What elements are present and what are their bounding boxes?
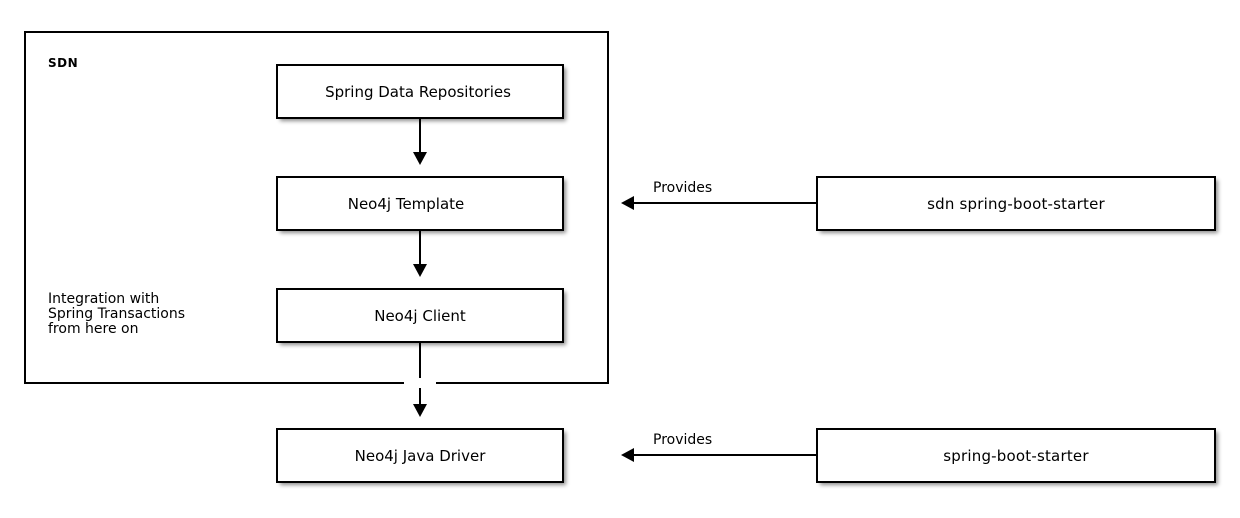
node-label-neo4j-java-driver: Neo4j Java Driver xyxy=(354,446,486,465)
edge-client-to-driver-line xyxy=(419,343,421,408)
node-neo4j-template[interactable]: Neo4j Template xyxy=(276,176,564,231)
node-label-sdn-spring-boot-starter: sdn spring-boot-starter xyxy=(927,194,1105,213)
node-label-neo4j-template: Neo4j Template xyxy=(347,194,465,213)
node-neo4j-client[interactable]: Neo4j Client xyxy=(276,288,564,343)
node-label-neo4j-client: Neo4j Client xyxy=(374,306,466,325)
edge-spring-data-to-template-line xyxy=(419,119,421,156)
transaction-integration-note: Integration with Spring Transactions fro… xyxy=(48,291,186,337)
edge-boot-starter-to-driver-line xyxy=(630,454,816,456)
node-spring-data-repositories[interactable]: Spring Data Repositories xyxy=(276,64,564,119)
edge-label-provides-top: Provides xyxy=(653,180,713,196)
edge-sdn-starter-to-template-line xyxy=(630,202,816,204)
edge-sdn-starter-to-template-arrowhead-icon xyxy=(621,196,634,210)
edge-template-to-client-arrowhead-icon xyxy=(413,264,427,277)
edge-spring-data-to-template-arrowhead-icon xyxy=(413,152,427,165)
sdn-container-label: SDN xyxy=(48,56,79,70)
container-border-crossing-gap xyxy=(404,378,436,388)
node-sdn-spring-boot-starter[interactable]: sdn spring-boot-starter xyxy=(816,176,1216,231)
node-label-spring-boot-starter: spring-boot-starter xyxy=(943,446,1089,465)
node-neo4j-java-driver[interactable]: Neo4j Java Driver xyxy=(276,428,564,483)
node-spring-boot-starter[interactable]: spring-boot-starter xyxy=(816,428,1216,483)
edge-client-to-driver-arrowhead-icon xyxy=(413,404,427,417)
node-label-spring-data-repositories: Spring Data Repositories xyxy=(325,82,511,101)
edge-template-to-client-line xyxy=(419,231,421,268)
sdn-container xyxy=(24,31,609,384)
edge-boot-starter-to-driver-arrowhead-icon xyxy=(621,448,634,462)
edge-label-provides-bottom: Provides xyxy=(653,432,713,448)
